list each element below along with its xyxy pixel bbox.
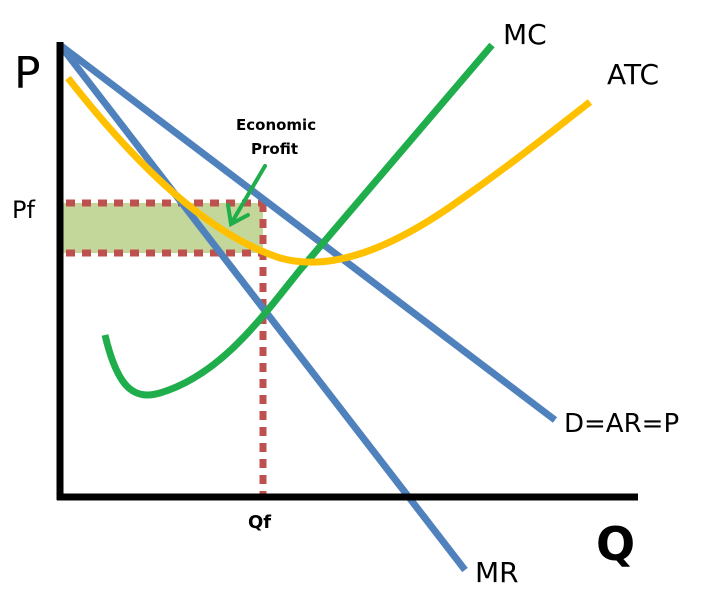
pf-tick-label: Pf <box>12 196 35 224</box>
qf-tick-label: Qf <box>248 512 271 533</box>
arrow-icon <box>226 164 267 228</box>
mr-curve <box>57 42 468 573</box>
economic-profit-area <box>62 203 263 253</box>
atc-label: ATC <box>607 58 659 91</box>
mc-curve <box>101 42 495 399</box>
economic-profit-label-line1: Economic <box>236 116 316 134</box>
y-axis-label: P <box>14 48 41 99</box>
economic-profit-label-line2: Profit <box>251 140 298 158</box>
mr-label: MR <box>475 556 519 589</box>
atc-curve <box>65 75 593 266</box>
mc-label: MC <box>503 18 547 51</box>
demand-curve <box>57 42 558 423</box>
x-axis-label: Q <box>596 517 635 571</box>
demand-label: D=AR=P <box>564 409 679 439</box>
